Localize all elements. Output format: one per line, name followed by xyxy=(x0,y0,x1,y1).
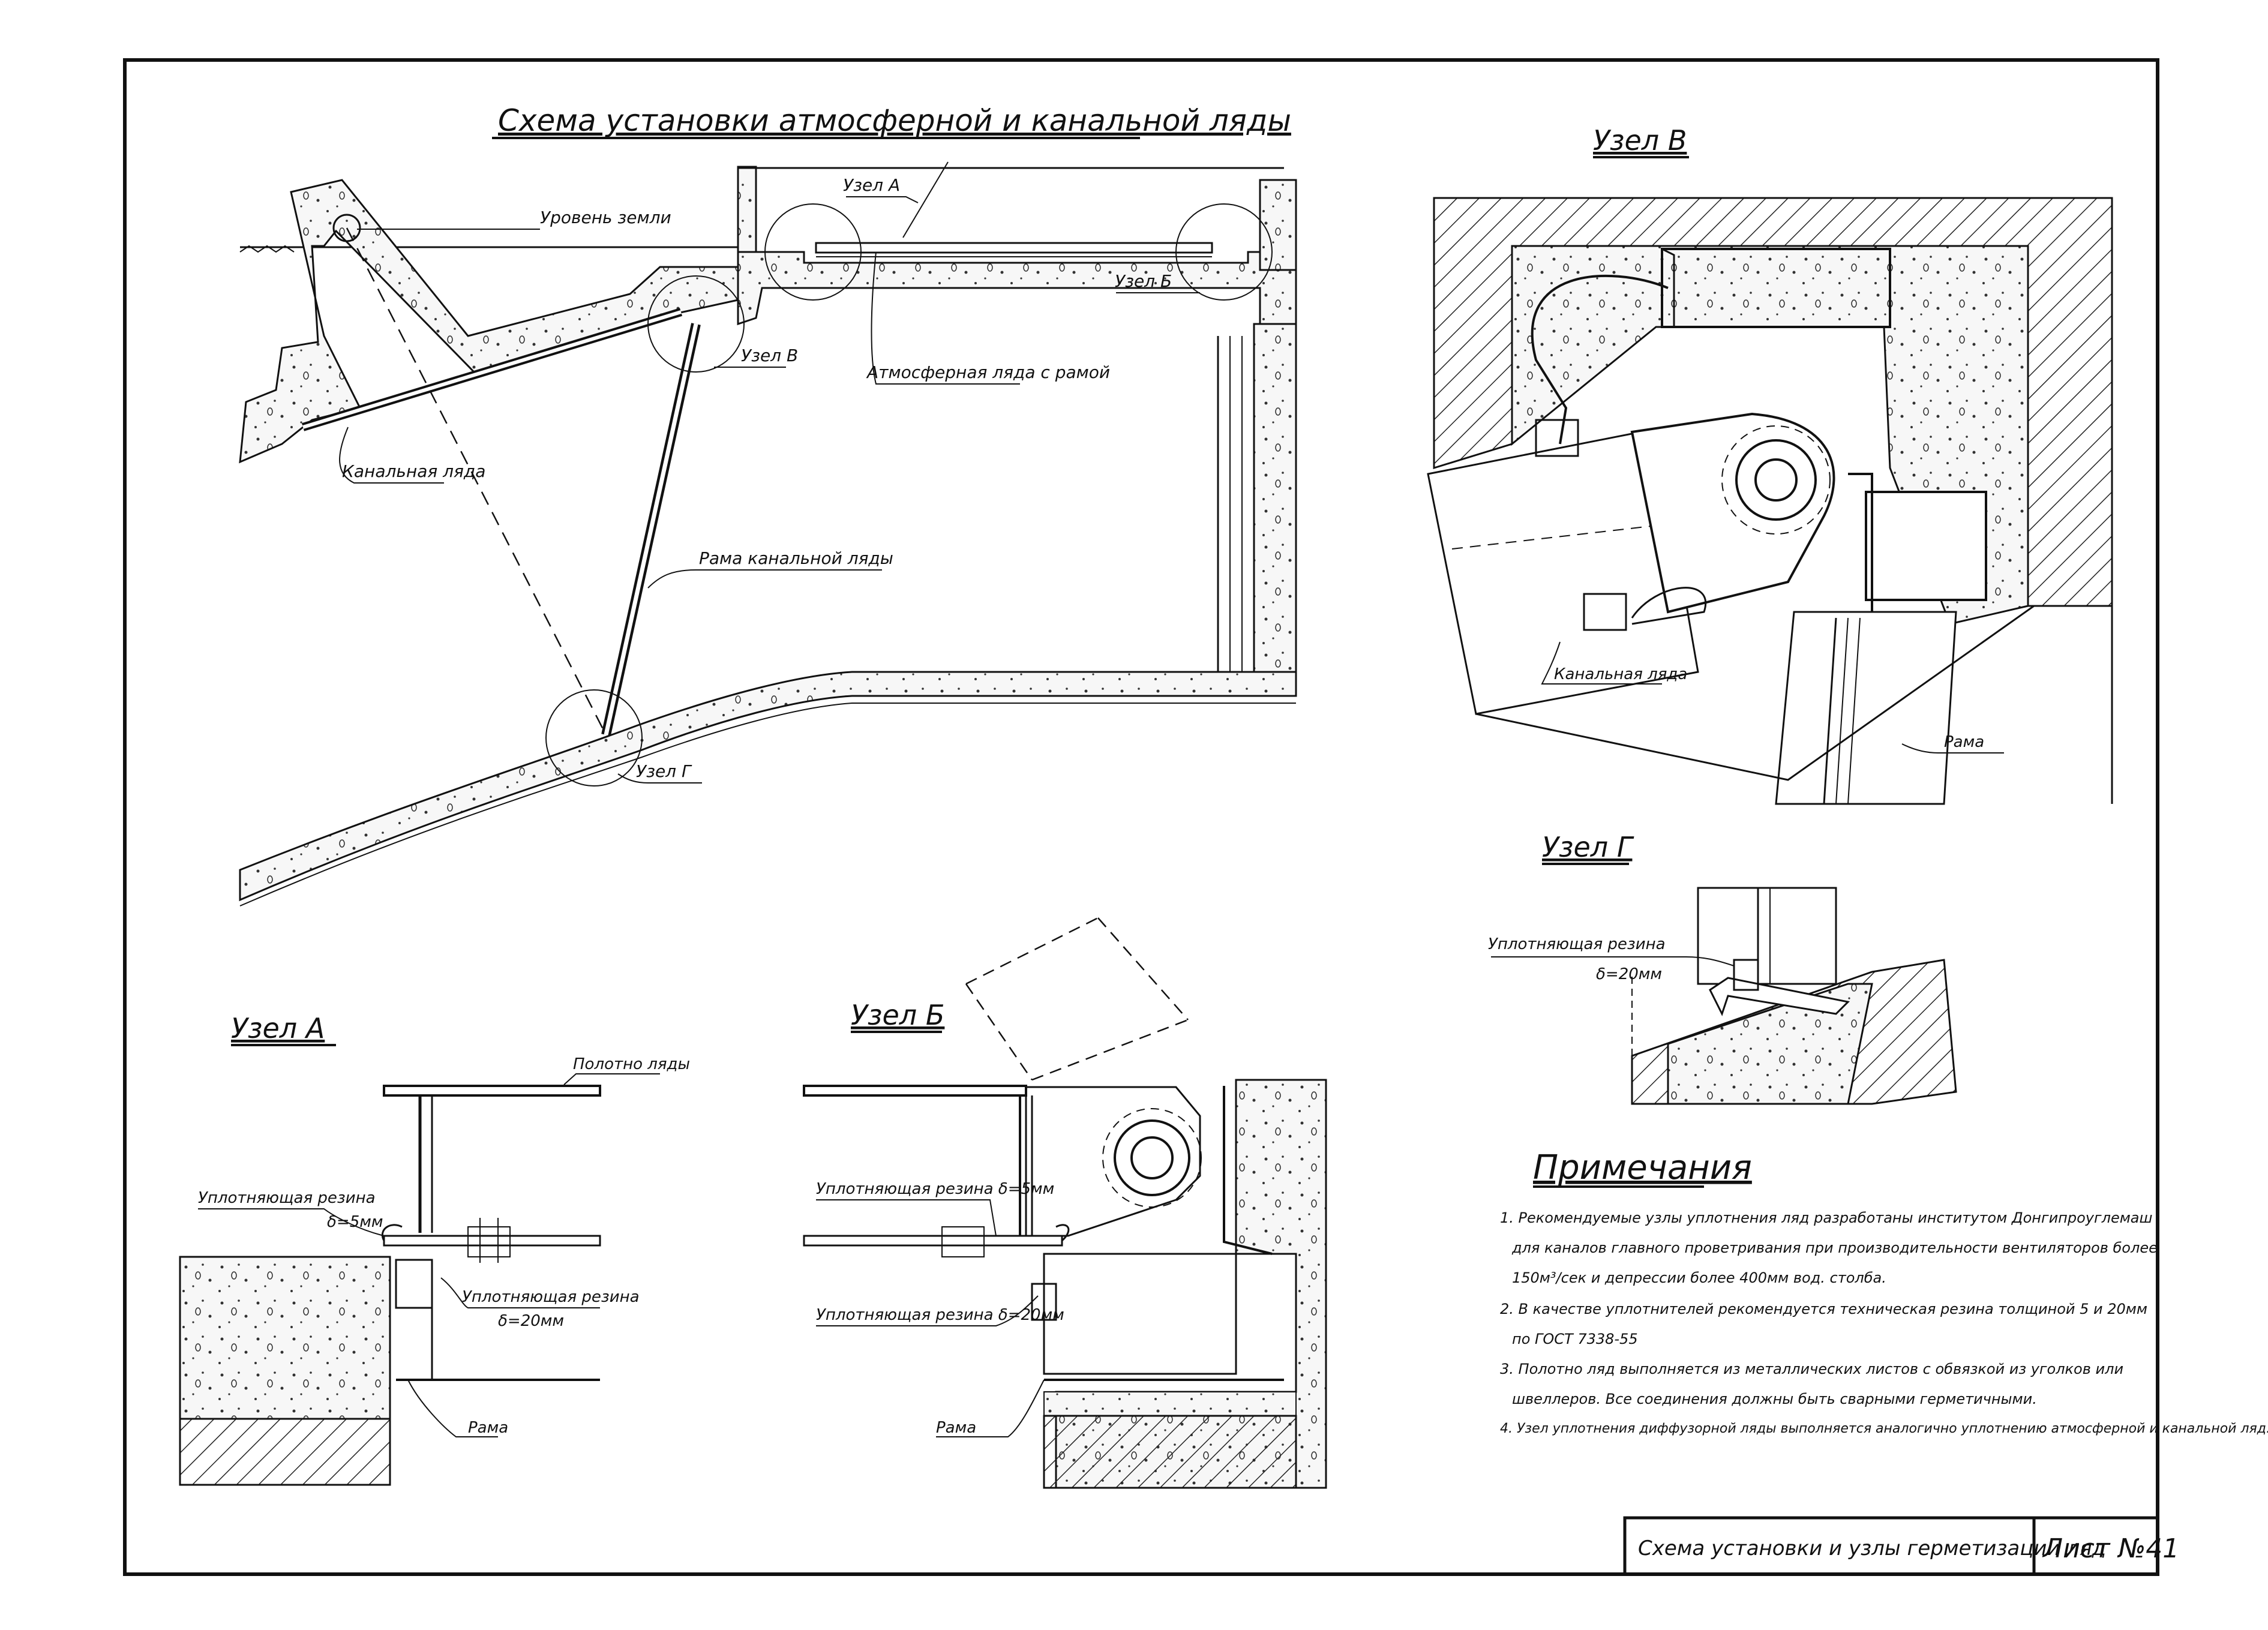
node-v-concrete xyxy=(1511,245,2029,625)
node-g-seal-size: δ=20мм xyxy=(1596,965,1662,983)
note-line-6: 3. Полотно ляд выполняется из металличес… xyxy=(1500,1361,2123,1377)
node-a-circle xyxy=(764,203,862,301)
floor-slab xyxy=(239,671,1297,902)
node-b-circle xyxy=(1175,203,1273,301)
node-b-hinge xyxy=(1114,1119,1190,1196)
node-a-hatch-sheet: Полотно ляды xyxy=(573,1055,690,1073)
node-b-detail: Узел Б Уплотняющая резин xyxy=(803,917,1327,1489)
node-g-circle xyxy=(545,689,643,787)
node-b-title: Узел Б xyxy=(851,999,944,1031)
node-v-channel-hatch: Канальная ляда xyxy=(1554,665,1687,683)
node-v-frame: Рама xyxy=(1944,733,1984,751)
sheet-frame xyxy=(123,58,2159,1576)
main-scheme: Схема установки атмосферной и канальной … xyxy=(239,103,1297,906)
note-line-8: 4. Узел уплотнения диффузорной ляды выпо… xyxy=(1500,1421,2268,1436)
ceiling-slab xyxy=(737,166,757,264)
label-ground: Уровень земли xyxy=(540,208,671,227)
stamp-title: Схема установки и узлы герметизации ляд xyxy=(1638,1536,2106,1560)
node-a-seal-1-size: δ=5мм xyxy=(327,1213,383,1231)
node-a-detail: Узел А Полотно ляды Уплотняющая резина δ… xyxy=(179,1012,690,1486)
atmospheric-hatch xyxy=(815,242,1213,254)
node-g-title: Узел Г xyxy=(1542,831,1634,863)
label-channel-hatch: Канальная ляда xyxy=(342,461,485,481)
node-b-seal-2: Уплотняющая резина δ=20мм xyxy=(816,1306,1064,1324)
note-line-1: 1. Рекомендуемые узлы уплотнения ляд раз… xyxy=(1500,1209,2153,1226)
label-node-v: Узел В xyxy=(741,346,798,365)
node-v-title: Узел В xyxy=(1593,124,1687,157)
node-a-frame: Рама xyxy=(468,1419,508,1437)
label-node-g: Узел Г xyxy=(636,761,692,781)
node-a-title: Узел А xyxy=(231,1012,325,1044)
label-node-a: Узел А xyxy=(843,175,900,195)
note-line-7: швеллеров. Все соединения должны быть св… xyxy=(1512,1391,2037,1407)
label-atmospheric-hatch: Атмосферная ляда с рамой xyxy=(866,362,1110,382)
label-node-b: Узел Б xyxy=(1115,271,1172,291)
main-title: Схема установки атмосферной и канальной … xyxy=(498,103,1291,138)
node-g-detail: Узел Г Уплотняющая резина δ=20мм xyxy=(1488,831,1957,1105)
note-line-4: 2. В качестве уплотнителей рекомендуется… xyxy=(1500,1301,2147,1317)
node-g-seal: Уплотняющая резина xyxy=(1488,935,1666,953)
node-b-seal-1: Уплотняющая резина δ=5мм xyxy=(816,1180,1054,1198)
node-a-rock xyxy=(179,1418,391,1486)
note-line-5: по ГОСТ 7338-55 xyxy=(1512,1331,1638,1347)
notes-title: Примечания xyxy=(1533,1148,1752,1187)
node-g-concrete xyxy=(1667,983,1873,1105)
node-b-frame: Рама xyxy=(936,1419,976,1437)
note-line-3: 150м³/сек и депрессии более 400мм вод. с… xyxy=(1512,1269,1886,1286)
note-line-2: для каналов главного проветривания при п… xyxy=(1511,1239,2158,1256)
node-v-hinge xyxy=(1735,439,1817,521)
node-a-seal-1: Уплотняющая резина xyxy=(198,1189,376,1207)
node-a-concrete xyxy=(179,1256,391,1420)
stamp-sheet-number: Лист №41 xyxy=(2042,1533,2179,1564)
node-v-detail: Узел В Канальная ляда xyxy=(1427,124,2113,805)
notes-block: Примечания 1. Рекомендуемые узлы уплотне… xyxy=(1500,1148,2268,1436)
node-v-circle xyxy=(647,275,745,373)
label-channel-frame: Рама канальной ляды xyxy=(699,548,893,568)
pivot-circle xyxy=(332,214,361,242)
title-stamp: Схема установки и узлы герметизации ляд … xyxy=(1623,1516,2179,1576)
node-a-seal-2: Уплотняющая резина xyxy=(462,1288,640,1306)
node-a-seal-2-size: δ=20мм xyxy=(498,1312,564,1330)
